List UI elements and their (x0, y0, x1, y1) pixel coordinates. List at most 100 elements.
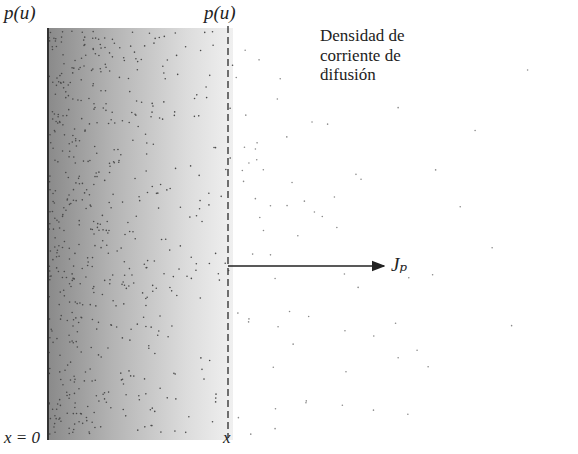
hole-dot (109, 279, 111, 281)
hole-dot (144, 378, 146, 380)
hole-dot (151, 111, 153, 113)
hole-dot (56, 256, 58, 258)
hole-dot (78, 421, 80, 423)
hole-dot (80, 413, 82, 415)
hole-dot (56, 46, 58, 48)
hole-dot (72, 325, 74, 327)
hole-dot (212, 44, 214, 46)
hole-dot (154, 260, 156, 262)
hole-dot (198, 115, 200, 117)
hole-dot (344, 330, 346, 332)
hole-dot (82, 304, 84, 306)
hole-dot (196, 94, 198, 96)
hole-dot (275, 408, 277, 410)
hole-dot (99, 68, 101, 70)
hole-dot (88, 431, 90, 433)
hole-dot (527, 69, 529, 71)
hole-dot (74, 381, 76, 383)
hole-dot (174, 115, 176, 117)
hole-dot (137, 323, 139, 325)
hole-dot (98, 55, 100, 57)
hole-dot (89, 368, 91, 370)
hole-dot (110, 119, 112, 121)
hole-dot (491, 247, 493, 249)
hole-dot (53, 228, 55, 230)
hole-dot (134, 238, 136, 240)
hole-dot (50, 142, 52, 144)
hole-dot (98, 229, 100, 231)
hole-dot (87, 261, 89, 263)
hole-dot (116, 250, 118, 252)
hole-dot (69, 301, 71, 303)
hole-dot (157, 192, 159, 194)
hole-dot (54, 202, 56, 204)
hole-dot (89, 204, 91, 206)
hole-dot (69, 283, 71, 285)
hole-dot (104, 64, 106, 66)
hole-dot (78, 175, 80, 177)
hole-dot (195, 270, 197, 272)
hole-dot (53, 37, 55, 39)
hole-dot (60, 82, 62, 84)
hole-dot (124, 274, 126, 276)
hole-dot (163, 72, 165, 74)
hole-dot (344, 273, 346, 275)
hole-dot (237, 312, 239, 314)
hole-dot (432, 274, 434, 276)
hole-dot (57, 161, 59, 163)
hole-dot (92, 257, 94, 259)
hole-dot (105, 110, 107, 112)
hole-dot (123, 57, 125, 59)
hole-dot (263, 169, 265, 171)
hole-dot (99, 223, 101, 225)
hole-dot (112, 300, 114, 302)
hole-dot (124, 285, 126, 287)
hole-dot (52, 118, 54, 120)
hole-dot (93, 412, 95, 414)
hole-dot (105, 103, 107, 105)
hole-dot (123, 383, 125, 385)
hole-dot (80, 351, 82, 353)
hole-dot (130, 328, 132, 330)
hole-dot (132, 139, 134, 141)
hole-dot (146, 153, 148, 155)
hole-dot (68, 109, 70, 111)
hole-dot (79, 283, 81, 285)
hole-dot (205, 86, 207, 88)
hole-dot (174, 430, 176, 432)
hole-dot (87, 265, 89, 267)
hole-dot (49, 181, 51, 183)
hole-dot (57, 122, 59, 124)
hole-dot (56, 267, 58, 269)
hole-dot (92, 68, 94, 70)
hole-dot (76, 145, 78, 147)
hole-dot (52, 81, 54, 83)
hole-dot (81, 57, 83, 59)
hole-dot (109, 165, 111, 167)
hole-dot (87, 161, 89, 163)
hole-dot (360, 178, 362, 180)
hole-dot (229, 157, 231, 159)
hole-dot (81, 31, 83, 33)
hole-dot (137, 61, 139, 63)
hole-dot (190, 256, 192, 258)
hole-dot (80, 413, 82, 415)
hole-dot (355, 174, 357, 176)
hole-dot (145, 267, 147, 269)
hole-dot (122, 379, 124, 381)
hole-dot (66, 320, 68, 322)
hole-dot (58, 245, 60, 247)
hole-dot (146, 267, 148, 269)
hole-dot (91, 70, 93, 72)
hole-dot (72, 72, 74, 74)
hole-dot (75, 182, 77, 184)
hole-dot (70, 361, 72, 363)
hole-dot (91, 266, 93, 268)
hole-dot (72, 277, 74, 279)
hole-dot (60, 315, 62, 317)
hole-dot (97, 227, 99, 229)
hole-dot (175, 168, 177, 170)
position-label: x (223, 428, 231, 448)
hole-dot (286, 205, 288, 207)
hole-dot (274, 428, 276, 430)
